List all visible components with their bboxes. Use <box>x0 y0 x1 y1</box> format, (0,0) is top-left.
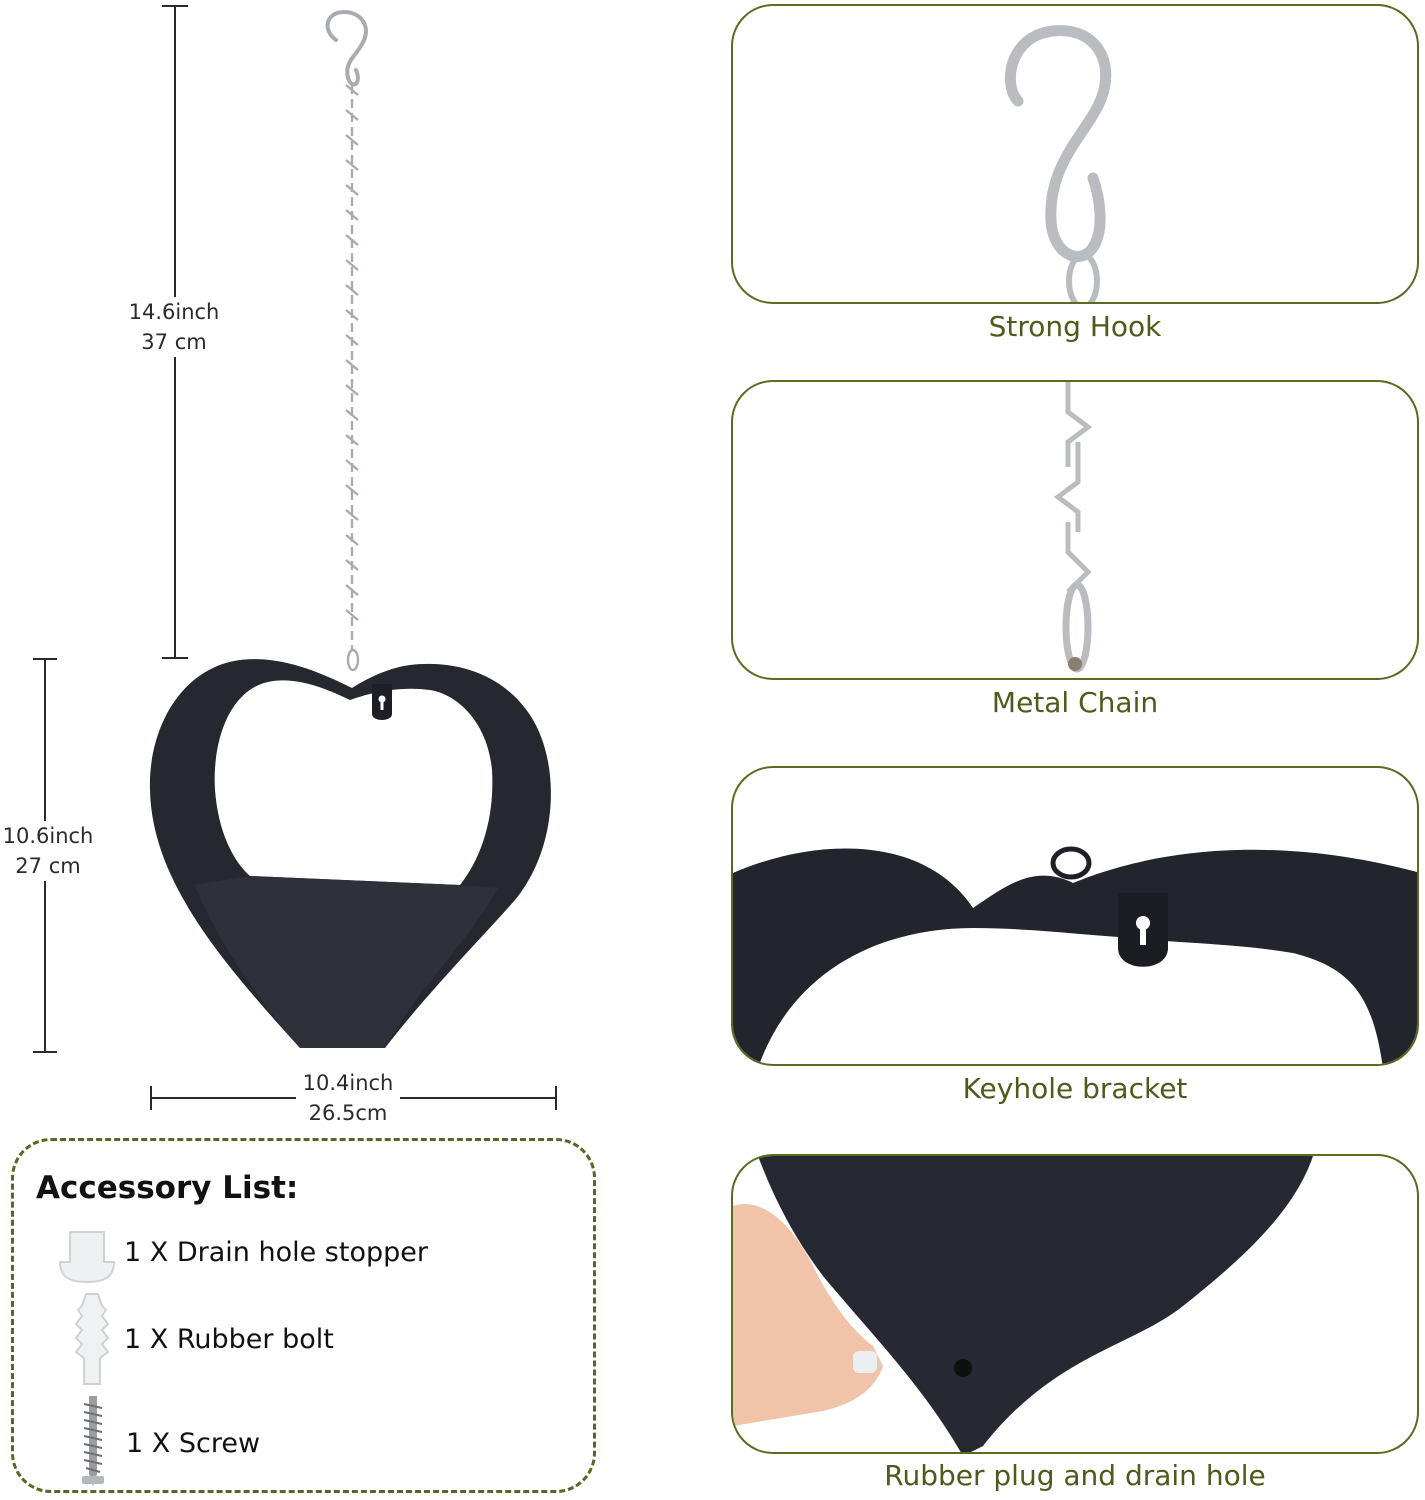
chain-icon <box>345 84 360 672</box>
strong-hook-icon <box>1005 25 1112 302</box>
feeder-height-cm: 27 cm <box>15 854 81 878</box>
chain-length-cm: 37 cm <box>141 330 207 354</box>
accessory-screw: 1 X Screw <box>126 1428 261 1459</box>
chain-dimension-label: 14.6inch 37 cm <box>118 297 230 357</box>
height-dimension-cap-bottom <box>33 1051 57 1053</box>
width-dimension-cap-right <box>555 1086 557 1110</box>
chain-dimension-cap-top <box>162 5 188 7</box>
feeder-height-inch: 10.6inch <box>2 824 94 848</box>
detail-panel-chain <box>731 380 1419 680</box>
main-product-view: 14.6inch 37 cm 10.6inch 27 cm 10.4inch 2… <box>0 0 700 1130</box>
height-dimension-cap-top <box>33 658 57 660</box>
width-dimension-label: 10.4inch 26.5cm <box>296 1068 400 1128</box>
screw-icon <box>82 1396 104 1486</box>
detail-panel-hook <box>731 4 1419 304</box>
s-hook-icon <box>325 9 368 87</box>
detail-panel-drain <box>731 1154 1419 1454</box>
caption-keyhole-bracket: Keyhole bracket <box>962 1072 1188 1105</box>
chain-length-inch: 14.6inch <box>128 300 220 324</box>
accessory-drain-stopper: 1 X Drain hole stopper <box>124 1237 428 1268</box>
chain-dimension-cap-bottom <box>162 657 188 659</box>
keyhole-bracket-icon <box>733 846 1417 1064</box>
feeder-width-cm: 26.5cm <box>308 1101 388 1125</box>
accessory-list-title: Accessory List: <box>36 1170 299 1206</box>
drain-stopper-icon <box>58 1231 116 1284</box>
detail-panel-keyhole <box>731 766 1419 1066</box>
caption-strong-hook: Strong Hook <box>988 310 1162 343</box>
width-dimension-cap-left <box>150 1086 152 1110</box>
feeder-width-inch: 10.4inch <box>302 1071 394 1095</box>
height-dimension-label: 10.6inch 27 cm <box>0 821 96 881</box>
caption-rubber-plug: Rubber plug and drain hole <box>884 1459 1266 1492</box>
accessory-rubber-bolt: 1 X Rubber bolt <box>124 1324 334 1355</box>
drain-plug-icon <box>733 1156 1313 1452</box>
rubber-bolt-icon <box>74 1293 110 1385</box>
heart-feeder-illustration <box>149 9 551 1048</box>
metal-chain-icon <box>1053 382 1093 673</box>
accessory-list-box <box>11 1138 596 1493</box>
caption-metal-chain: Metal Chain <box>991 686 1159 719</box>
